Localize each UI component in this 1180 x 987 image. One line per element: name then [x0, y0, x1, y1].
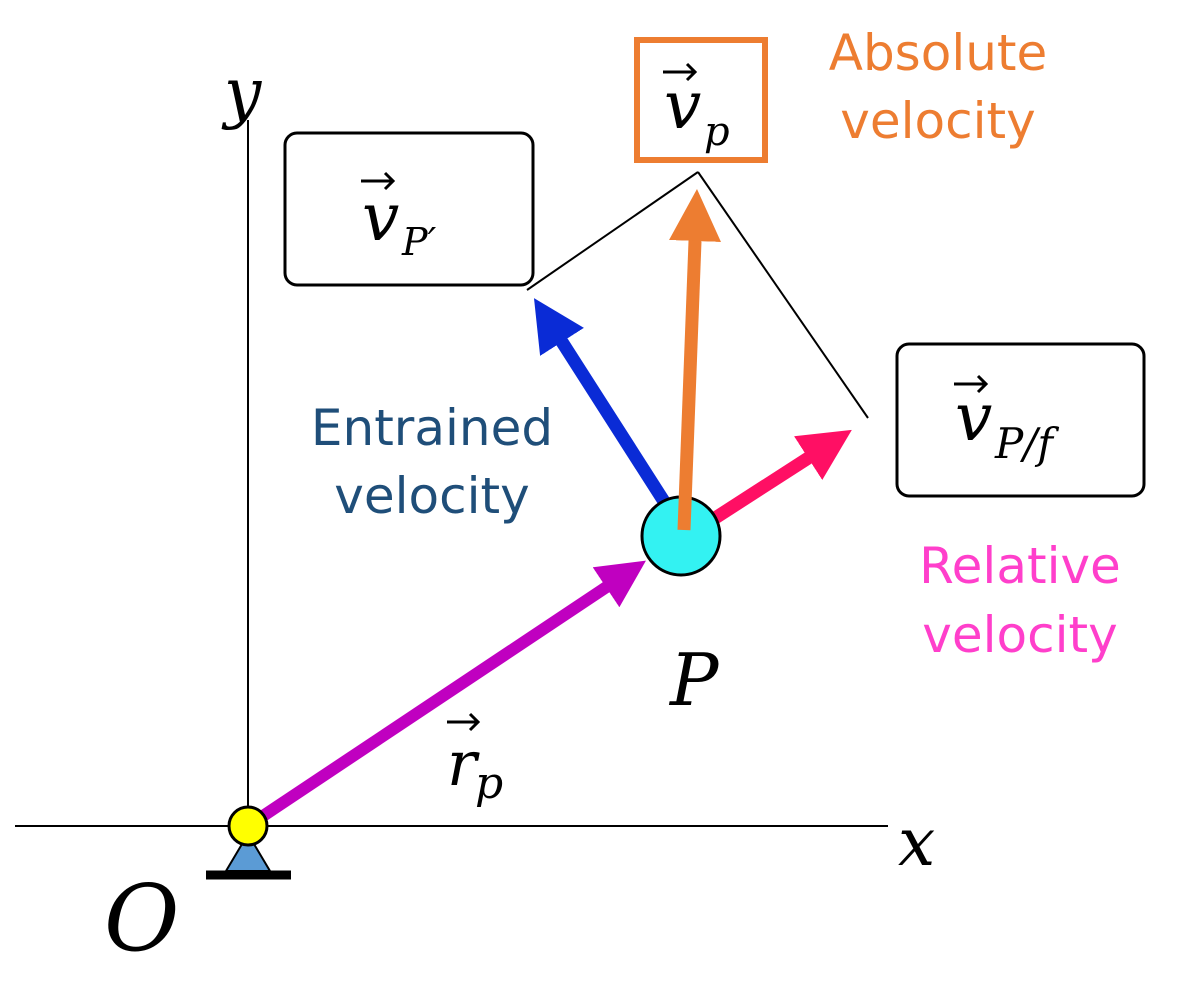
origin-marker: [227, 805, 269, 847]
absolute-velocity-box: [634, 37, 768, 163]
svg-text:P′: P′: [401, 220, 437, 264]
point-p-label: P: [668, 638, 720, 722]
svg-text:P/f: P/f: [994, 419, 1059, 468]
construction-line-entrained: [526, 171, 699, 291]
absolute-velocity-arrow: [669, 189, 721, 531]
relative-velocity-caption-line1: Relative: [919, 537, 1121, 595]
entrained-velocity-caption-line2: velocity: [334, 467, 529, 525]
absolute-velocity-caption-line2: velocity: [840, 92, 1035, 150]
relative-velocity-symbol: v P/f: [954, 374, 1059, 468]
vector-arrow-accent: [361, 171, 396, 191]
vector-arrow-accent: [447, 712, 481, 732]
entrained-velocity-symbol: v P′: [361, 171, 437, 264]
absolute-velocity-caption-line1: Absolute: [829, 24, 1048, 82]
position-vector-label: r p: [447, 712, 503, 809]
relative-velocity-caption-line2: velocity: [922, 606, 1117, 664]
origin-label: O: [104, 865, 179, 972]
vector-arrow-accent: [663, 62, 698, 82]
entrained-velocity-box: [283, 131, 535, 287]
entrained-velocity-caption-line1: Entrained: [311, 399, 553, 457]
svg-text:v: v: [955, 379, 992, 456]
svg-text:v: v: [362, 179, 399, 256]
y-axis-label: y: [221, 54, 262, 131]
vector-arrow-accent: [954, 374, 989, 394]
svg-text:p: p: [704, 109, 730, 155]
svg-text:p: p: [475, 758, 503, 809]
entrained-velocity-arrow: [533, 298, 687, 532]
svg-text:r: r: [447, 727, 480, 800]
relative-velocity-box: [895, 342, 1146, 498]
svg-text:v: v: [664, 67, 701, 144]
construction-line-relative: [697, 171, 869, 419]
absolute-velocity-symbol: v p: [663, 62, 730, 155]
position-vector-arrow: [244, 560, 646, 831]
x-axis-label: x: [898, 804, 935, 881]
